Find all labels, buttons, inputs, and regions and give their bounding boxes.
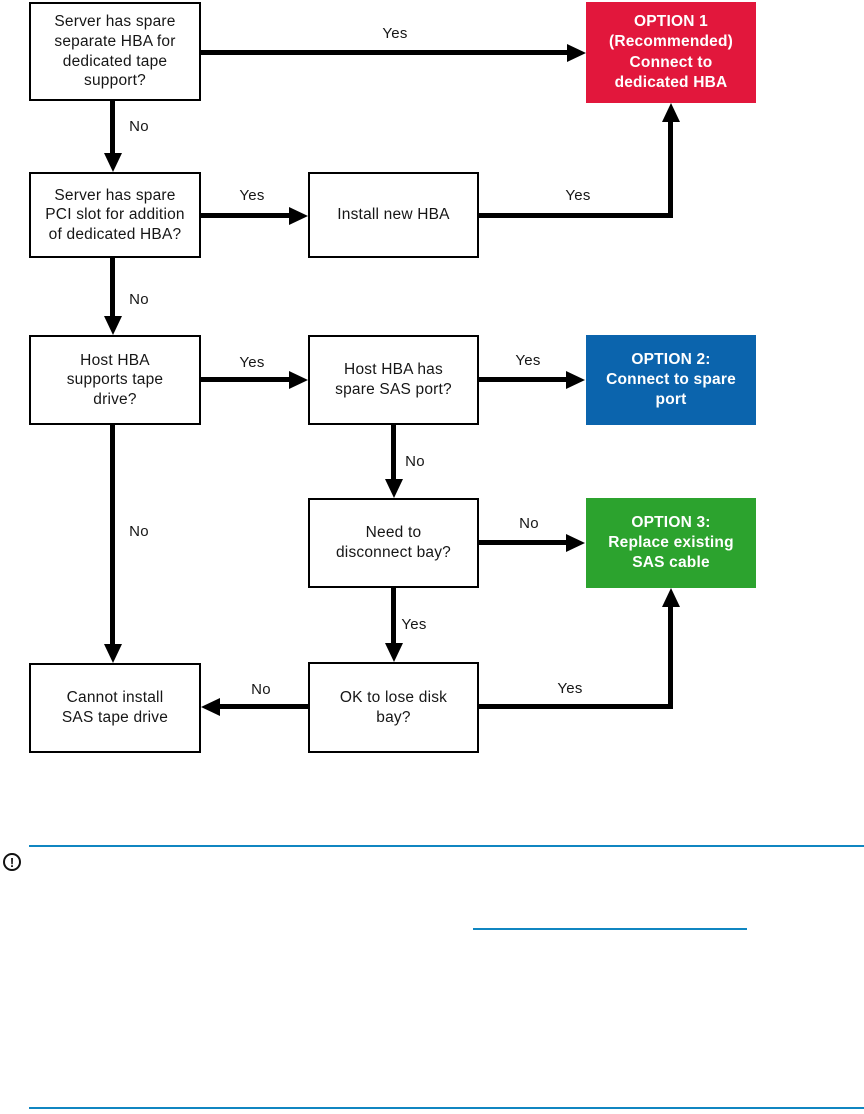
arrowhead-right-icon (567, 44, 586, 62)
edge-disconnect-losebay-line (391, 588, 396, 644)
arrowhead-right-icon (566, 534, 585, 552)
arrowhead-right-icon (289, 371, 308, 389)
edge-sparehba-option1-line (201, 50, 568, 55)
arrowhead-down-icon (104, 153, 122, 172)
edge-losebay-option3-vline (668, 606, 673, 709)
arrowhead-up-icon (662, 103, 680, 122)
edge-install-option1-hline (479, 213, 673, 218)
edge-losebay-option3-hline (479, 704, 673, 709)
edge-hbatape-spareport-line (201, 377, 290, 382)
edge-label-yes: Yes (239, 187, 265, 204)
edge-install-option1-vline (668, 121, 673, 218)
edge-losebay-cannot-line (220, 704, 308, 709)
edge-label-yes: Yes (515, 352, 541, 369)
node-option2-connect-spare-port: OPTION 2: Connect to spare port (586, 335, 756, 425)
edge-label-yes: Yes (239, 354, 265, 371)
node-question-spare-sas-port: Host HBA has spare SAS port? (308, 335, 479, 425)
arrowhead-up-icon (662, 588, 680, 607)
node-question-need-disconnect-bay: Need to disconnect bay? (308, 498, 479, 588)
arrowhead-right-icon (566, 371, 585, 389)
arrowhead-down-icon (104, 644, 122, 663)
edge-label-no: No (129, 523, 149, 540)
edge-label-no: No (129, 118, 149, 135)
edge-label-yes: Yes (401, 616, 427, 633)
arrowhead-down-icon (385, 643, 403, 662)
important-notice-icon: ! (3, 853, 21, 871)
edge-pcislot-install-line (201, 213, 290, 218)
node-install-new-hba: Install new HBA (308, 172, 479, 258)
arrowhead-down-icon (104, 316, 122, 335)
node-option3-replace-sas-cable: OPTION 3: Replace existing SAS cable (586, 498, 756, 588)
edge-pcislot-hbatape-line (110, 258, 115, 316)
node-question-spare-pci-slot: Server has spare PCI slot for addition o… (29, 172, 201, 258)
edge-label-yes: Yes (565, 187, 591, 204)
node-question-spare-dedicated-hba: Server has spare separate HBA for dedica… (29, 2, 201, 101)
arrowhead-left-icon (201, 698, 220, 716)
node-question-hba-supports-tape: Host HBA supports tape drive? (29, 335, 201, 425)
arrowhead-right-icon (289, 207, 308, 225)
edge-label-no: No (129, 291, 149, 308)
edge-label-no: No (405, 453, 425, 470)
node-question-ok-lose-disk-bay: OK to lose disk bay? (308, 662, 479, 753)
edge-disconnect-option3-line (479, 540, 567, 545)
edge-spareport-option2-line (479, 377, 567, 382)
edge-label-yes: Yes (557, 680, 583, 697)
edge-label-no: No (251, 681, 271, 698)
arrowhead-down-icon (385, 479, 403, 498)
edge-sparehba-pcislot-line (110, 101, 115, 154)
node-cannot-install: Cannot install SAS tape drive (29, 663, 201, 753)
edge-spareport-disconnect-line (391, 425, 396, 480)
node-option1-connect-dedicated-hba: OPTION 1 (Recommended) Connect to dedica… (586, 2, 756, 103)
page-rule-bottom (29, 1107, 864, 1109)
exclamation-glyph: ! (9, 854, 15, 870)
edge-label-no: No (519, 515, 539, 532)
edge-label-yes: Yes (382, 25, 408, 42)
link-underline[interactable] (473, 928, 747, 930)
edge-hbatape-cannot-line (110, 425, 115, 645)
section-rule-top (29, 845, 864, 847)
